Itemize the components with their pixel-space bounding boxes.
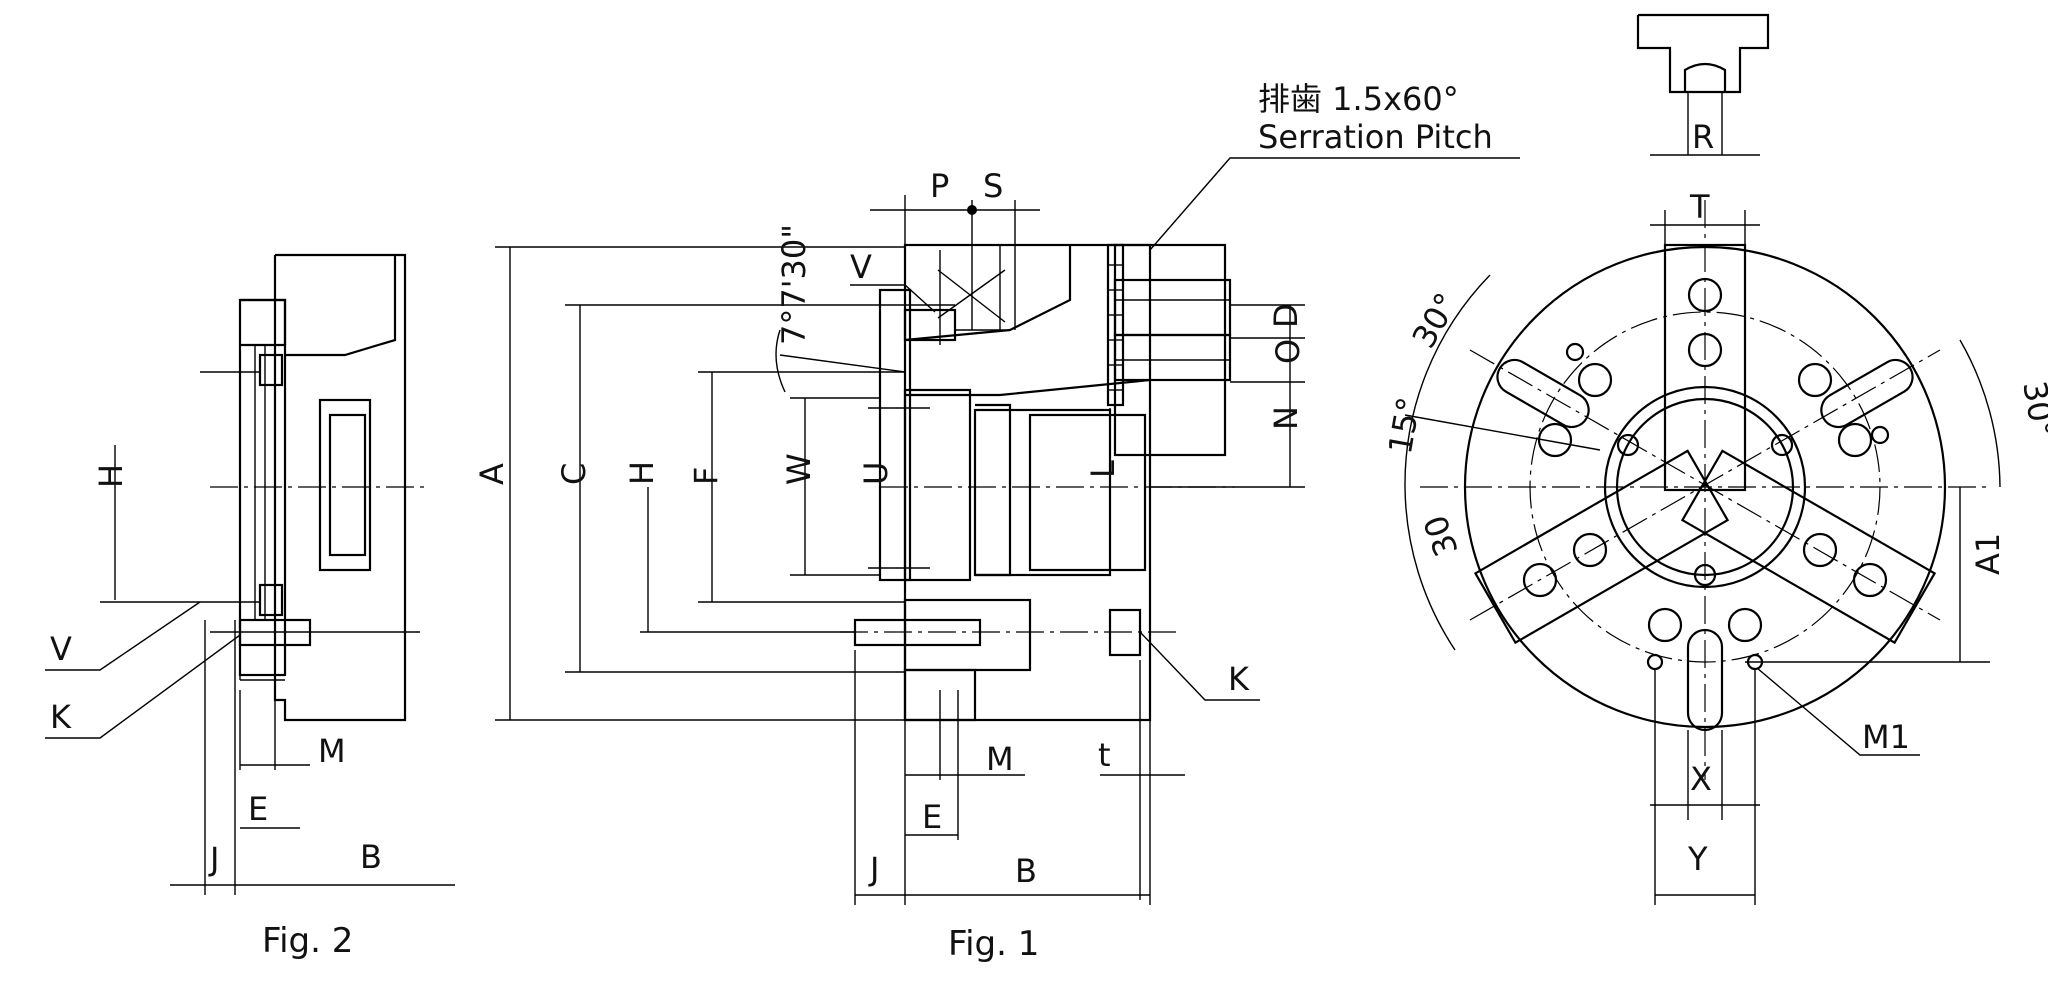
front-angle-30-upper-left: 30° xyxy=(1405,286,1466,354)
serration-label-jp: 排歯 1.5x60° xyxy=(1258,80,1459,118)
fig1-dim-K: K xyxy=(1228,660,1250,698)
fig1-dim-F: F xyxy=(687,467,725,485)
fig1-taper-angle: 7°7'30" xyxy=(775,224,813,345)
fig1-dim-U: U xyxy=(857,462,895,485)
fig1-dim-L: L xyxy=(1084,460,1122,478)
front-dim-A1: A1 xyxy=(1969,533,2007,575)
fig1-dim-O: O xyxy=(1269,339,1307,364)
front-dim-X: X xyxy=(1690,760,1712,798)
fig2-dim-M: M xyxy=(318,732,346,770)
fig1-caption: Fig. 1 xyxy=(948,924,1039,964)
front-angle-30-right: 30° xyxy=(2015,378,2048,440)
fig2-dim-E: E xyxy=(248,790,268,828)
fig1-dimensions: A C H F W U L 7°7'30" xyxy=(473,80,1520,964)
fig1-dim-t: t xyxy=(1098,736,1111,774)
fig1-dim-E: E xyxy=(922,798,942,836)
front-dim-Y: Y xyxy=(1687,840,1708,878)
fig1-dim-N: N xyxy=(1267,406,1305,430)
front-angle-30-lower-left: 30 xyxy=(1416,510,1466,561)
fig1-dim-B: B xyxy=(1015,852,1037,890)
fig2-caption: Fig. 2 xyxy=(262,921,353,961)
fig2-dimensions: H M E J B V K Fig. 2 xyxy=(45,445,455,961)
fig2-dim-K: K xyxy=(50,698,72,736)
serration-label-en: Serration Pitch xyxy=(1258,118,1493,156)
fig1-dim-D: D xyxy=(1267,303,1305,328)
fig1-dim-M: M xyxy=(986,740,1014,778)
fig1-section-view xyxy=(840,243,1235,722)
front-dim-M1: M1 xyxy=(1862,718,1910,756)
fig2-dim-J: J xyxy=(208,840,219,878)
fig2-dim-V: V xyxy=(50,630,72,668)
fig1-dim-V: V xyxy=(850,248,872,286)
fig1-dim-A: A xyxy=(473,463,511,485)
front-dim-R: R xyxy=(1692,118,1714,156)
fig1-dim-H: H xyxy=(623,461,661,485)
fig1-dim-J: J xyxy=(868,850,879,888)
fig2-dim-H: H xyxy=(92,464,130,488)
fig1-dim-W: W xyxy=(780,453,818,485)
front-view: R xyxy=(1381,13,2048,905)
front-angle-15: 15° xyxy=(1381,394,1428,456)
fig1-dim-C: C xyxy=(555,463,593,485)
fig1-dim-P: P xyxy=(930,167,949,205)
front-dim-T: T xyxy=(1689,188,1710,226)
fig2-side-view xyxy=(200,253,425,722)
fig2-dim-B: B xyxy=(360,838,382,876)
fig1-dim-S: S xyxy=(983,167,1003,205)
